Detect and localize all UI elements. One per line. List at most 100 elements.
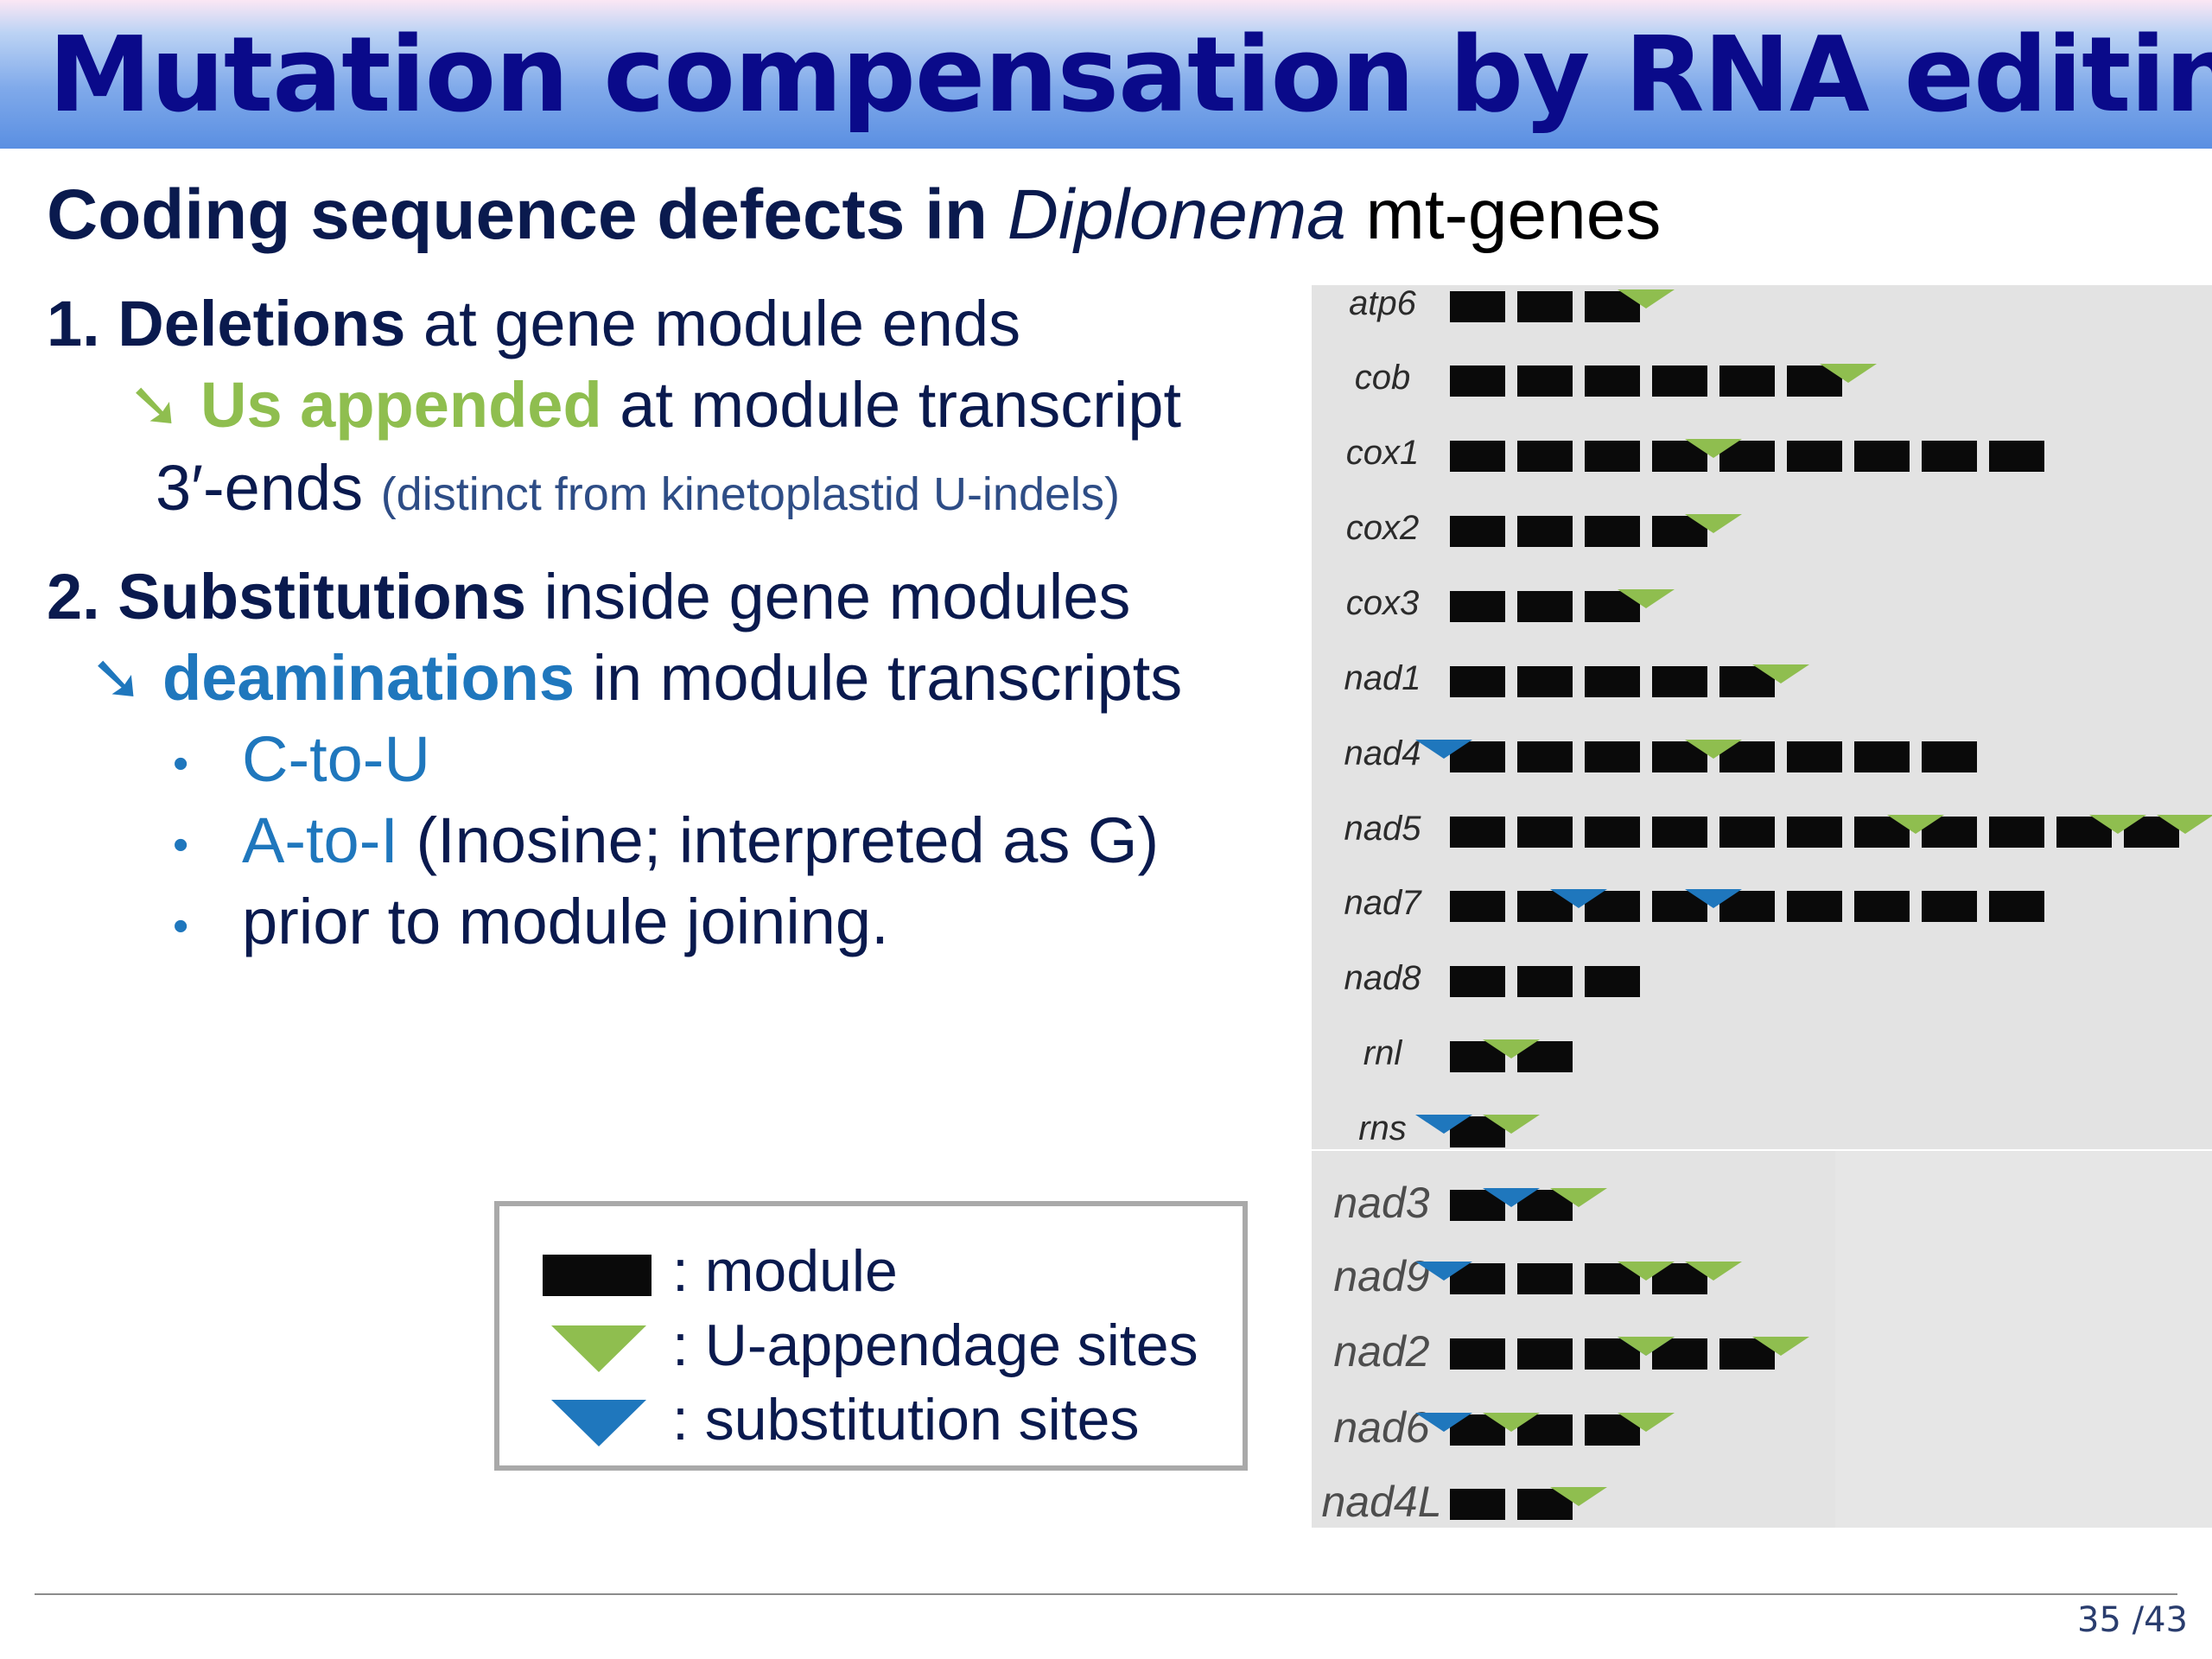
legend-module: : module bbox=[543, 1237, 898, 1305]
gene-panel-upper bbox=[1312, 285, 2212, 1149]
substitution-site-marker bbox=[1415, 1262, 1472, 1281]
u-appendage-site-marker bbox=[1887, 815, 1944, 834]
legend-u-append: : U-appendage sites bbox=[543, 1312, 1198, 1379]
point-deletions-sub: ➘Us appended at module transcript bbox=[128, 368, 1181, 442]
module-block bbox=[1787, 741, 1842, 772]
module-block bbox=[1450, 516, 1505, 547]
module-block bbox=[1854, 741, 1910, 772]
module-block bbox=[1989, 891, 2044, 922]
module-block bbox=[1585, 365, 1640, 397]
module-block bbox=[1517, 817, 1573, 848]
gene-label: nad4 bbox=[1344, 734, 1421, 772]
module-block bbox=[1450, 591, 1505, 622]
module-block bbox=[1517, 291, 1573, 322]
u-appendage-site-marker bbox=[1752, 1337, 1809, 1356]
u-appendage-site-marker bbox=[1550, 1188, 1607, 1207]
gene-label: nad3 bbox=[1333, 1179, 1430, 1227]
bullet-icon: • bbox=[173, 901, 189, 952]
u-appendage-site-marker bbox=[1685, 439, 1742, 458]
legend-module-label: : module bbox=[672, 1238, 898, 1304]
module-block bbox=[1854, 891, 1910, 922]
module-block bbox=[1517, 365, 1573, 397]
gene-label: nad5 bbox=[1344, 810, 1421, 848]
module-block bbox=[1989, 817, 2044, 848]
substitution-site-marker bbox=[1415, 1115, 1472, 1134]
us-appended-text: at module transcript bbox=[601, 369, 1182, 441]
module-block bbox=[1585, 966, 1640, 997]
deletions-label: 1. Deletions bbox=[47, 288, 406, 359]
point-deletions-sub2: 3′-ends (distinct from kinetoplastid U-i… bbox=[156, 451, 1120, 524]
subtitle-rest: mt-genes bbox=[1345, 175, 1662, 254]
module-block bbox=[1719, 365, 1775, 397]
legend-box: : module : U-appendage sites : substitut… bbox=[494, 1201, 1248, 1471]
module-block bbox=[1922, 891, 1977, 922]
deaminations-label: deaminations bbox=[162, 642, 575, 714]
module-block bbox=[1585, 666, 1640, 697]
module-block bbox=[1517, 441, 1573, 472]
gene-label: rnl bbox=[1363, 1034, 1402, 1072]
subtitle-bold: Coding sequence defects in bbox=[47, 175, 1007, 254]
module-block bbox=[1652, 365, 1707, 397]
module-block bbox=[1450, 1489, 1505, 1520]
slide-title: Mutation compensation by RNA editing bbox=[48, 16, 2212, 136]
module-block bbox=[1517, 516, 1573, 547]
legend-substitution-label: : substitution sites bbox=[672, 1387, 1140, 1452]
module-block bbox=[1585, 741, 1640, 772]
blue-triangle-icon bbox=[543, 1400, 653, 1448]
footer-divider bbox=[35, 1593, 2177, 1595]
u-appendage-site-marker bbox=[1618, 1337, 1675, 1356]
module-block bbox=[1922, 441, 1977, 472]
module-block bbox=[1517, 741, 1573, 772]
green-triangle-icon bbox=[543, 1325, 653, 1374]
kinetoplastid-note: (distinct from kinetoplastid U-indels) bbox=[380, 468, 1121, 520]
bullet-c-to-u: • C-to-U bbox=[173, 722, 430, 796]
bullet-text: prior to module joining. bbox=[242, 886, 889, 957]
bullet-icon: • bbox=[173, 739, 189, 790]
three-prime-ends: 3′-ends bbox=[156, 452, 381, 524]
u-appendage-site-marker bbox=[1483, 1039, 1540, 1058]
module-block bbox=[1719, 817, 1775, 848]
module-block bbox=[1652, 817, 1707, 848]
u-appendage-site-marker bbox=[1618, 589, 1675, 608]
substitution-site-marker bbox=[1483, 1188, 1540, 1207]
u-appendage-site-marker bbox=[2089, 815, 2146, 834]
deletions-text: at gene module ends bbox=[405, 288, 1021, 359]
gene-label: cob bbox=[1354, 359, 1411, 397]
module-block bbox=[1450, 966, 1505, 997]
u-appendage-site-marker bbox=[1685, 514, 1742, 533]
deaminations-text: in module transcripts bbox=[575, 642, 1183, 714]
module-block bbox=[1652, 666, 1707, 697]
module-block bbox=[1854, 441, 1910, 472]
gene-label: nad7 bbox=[1344, 884, 1421, 922]
substitution-site-marker bbox=[1415, 740, 1472, 759]
us-appended-label: Us appended bbox=[200, 369, 602, 441]
gene-label: nad9 bbox=[1333, 1252, 1430, 1300]
gene-label: nad1 bbox=[1344, 659, 1421, 697]
legend-u-append-label: : U-appendage sites bbox=[672, 1313, 1198, 1378]
gene-label: nad4L bbox=[1321, 1478, 1442, 1526]
gene-label: cox2 bbox=[1345, 509, 1420, 547]
module-block bbox=[1450, 666, 1505, 697]
gene-label: atp6 bbox=[1349, 284, 1416, 322]
module-block bbox=[1450, 891, 1505, 922]
module-block bbox=[1585, 516, 1640, 547]
u-appendage-site-marker bbox=[1483, 1413, 1540, 1432]
module-block bbox=[1787, 891, 1842, 922]
arrow-icon: ➘ bbox=[128, 369, 182, 441]
module-block bbox=[1585, 817, 1640, 848]
u-appendage-site-marker bbox=[1820, 364, 1877, 383]
gene-label: nad2 bbox=[1333, 1327, 1430, 1376]
module-block bbox=[1989, 441, 2044, 472]
point-substitutions: 2. Substitutions inside gene modules bbox=[47, 560, 1130, 633]
u-appendage-site-marker bbox=[1618, 1262, 1675, 1281]
page-number: 35 /43 bbox=[2077, 1600, 2188, 1640]
module-block bbox=[1922, 741, 1977, 772]
gene-label: rns bbox=[1358, 1109, 1407, 1147]
legend-substitution: : substitution sites bbox=[543, 1386, 1139, 1453]
substitution-site-marker bbox=[1685, 889, 1742, 908]
u-appendage-site-marker bbox=[2157, 815, 2212, 834]
module-block bbox=[1517, 1338, 1573, 1370]
module-block-icon bbox=[543, 1251, 653, 1300]
bullet-text: C-to-U bbox=[242, 723, 430, 795]
